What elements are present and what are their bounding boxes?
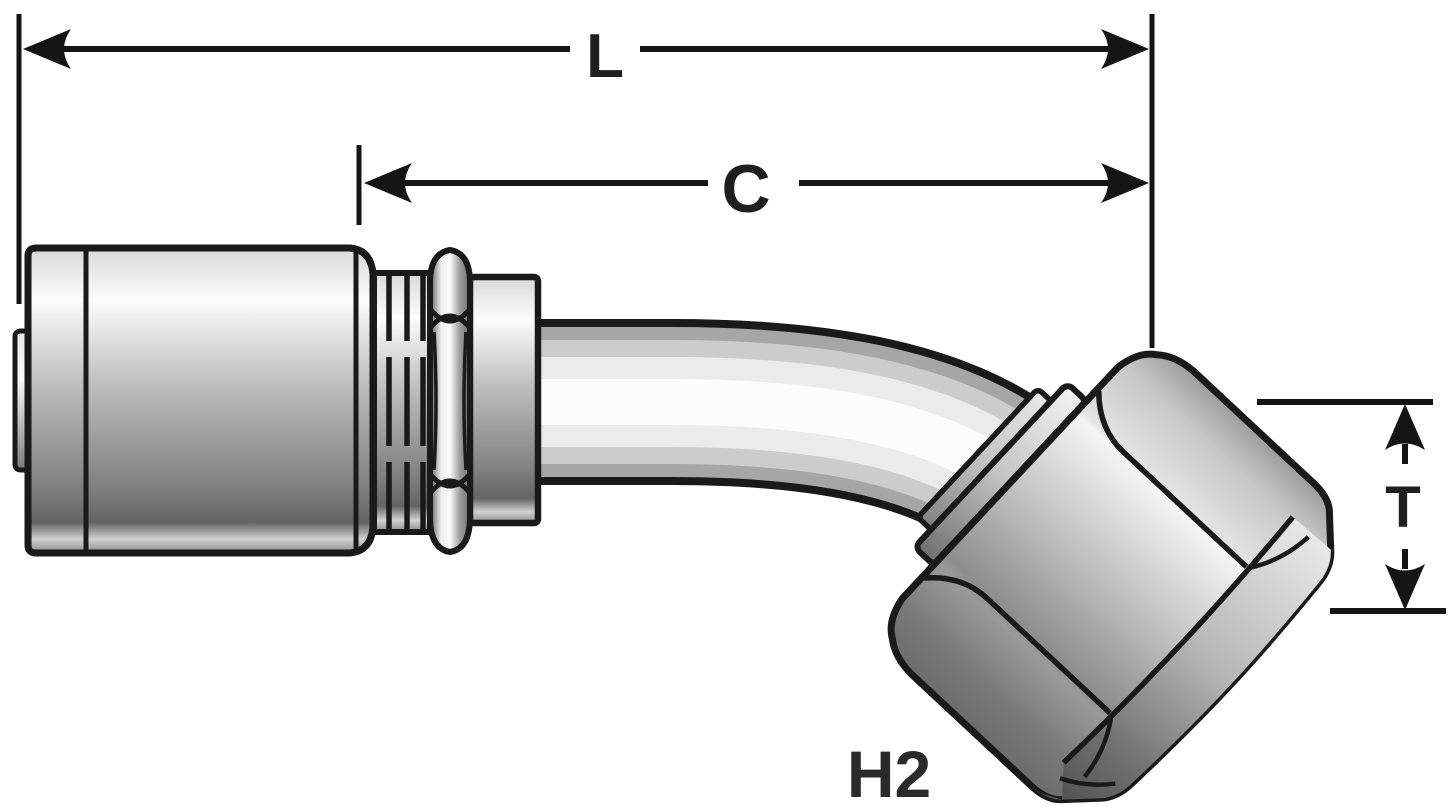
crimp-shell xyxy=(24,244,377,557)
dimension-label-t: T xyxy=(1385,475,1420,540)
dimension-t xyxy=(1257,399,1446,614)
hex-facet-line-top xyxy=(1096,390,1249,569)
arrowhead-right xyxy=(1101,29,1149,69)
dimension-label-c: C xyxy=(721,151,770,227)
dimension-label-l: L xyxy=(586,22,624,91)
collar xyxy=(466,273,542,527)
ribbed-neck xyxy=(371,270,433,535)
bent-tube xyxy=(528,319,1044,541)
part-code-label: H2 xyxy=(847,737,931,811)
dimension-c xyxy=(356,14,1155,348)
hex-nut-small xyxy=(427,246,473,556)
arrowhead-down xyxy=(1385,564,1425,610)
hex-facet-line-bottom xyxy=(923,574,1112,716)
arrowhead-up xyxy=(1385,404,1425,450)
hex-nut-end-face xyxy=(1031,516,1331,800)
dimension-l xyxy=(16,14,1149,304)
female-swivel-nut xyxy=(887,350,1335,804)
arrowhead-right xyxy=(1101,163,1149,203)
arrowhead-left xyxy=(364,163,412,203)
arrowhead-left xyxy=(23,29,71,69)
